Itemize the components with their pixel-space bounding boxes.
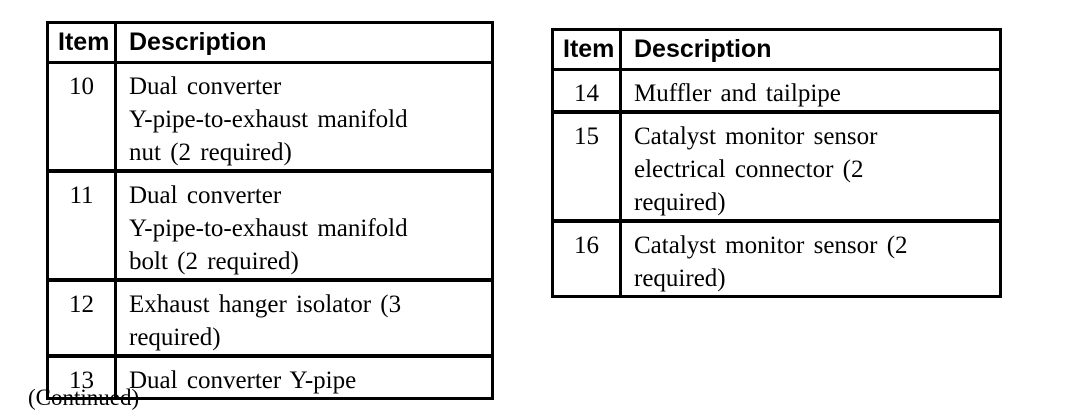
item-cell: 16 [552,219,622,297]
description-cell: Dual converter Y-pipe [115,354,493,399]
item-column-header: Item [47,22,117,64]
table-row: 16 Catalyst monitor sensor (2 required) [552,219,1001,297]
table-row: 13 Dual converter Y-pipe [47,354,493,399]
description-cell: Muffler and tailpipe [634,80,841,107]
description-column-header: Description [115,22,493,64]
parts-table-items-14-16: Item Description 14 Muffler and tailpipe… [551,28,1002,298]
item-cell: 14 [552,69,622,112]
description-cell: Exhaust hanger isolator (3 required) [115,278,493,356]
continued-note: (Continued) [28,385,140,410]
right-parts-table: Item Description 14 Muffler and tailpipe… [551,28,1002,298]
description-cell: Catalyst monitor sensor (2 required) [620,219,1001,297]
table-row: 11 Dual converter Y-pipe-to-exhaust mani… [47,169,493,280]
description-cell: Dual converter Y-pipe-to-exhaust manifol… [115,169,493,280]
table-row: 14 Muffler and tailpipe [552,69,1001,112]
item-cell: 15 [552,110,622,221]
table-row: 10 Dual converter Y-pipe-to-exhaust mani… [47,62,493,171]
parts-table-items-10-13: Item Description 10 Dual converter Y-pip… [46,21,494,400]
description-cell: Catalyst monitor sensor electrical conne… [620,110,1001,221]
item-cell: 12 [47,278,117,356]
description-column-header: Description [620,29,1001,71]
table-row: 12 Exhaust hanger isolator (3 required) [47,278,493,356]
item-cell: 10 [47,62,117,171]
item-cell: 11 [47,169,117,280]
description-cell: Dual converter Y-pipe-to-exhaust manifol… [129,73,408,166]
item-column-header: Item [552,29,622,71]
table-row: 15 Catalyst monitor sensor electrical co… [552,110,1001,221]
table-header-row: Item Description [47,22,493,64]
left-parts-table: Item Description 10 Dual converter Y-pip… [46,21,494,400]
item-cell: 13 [47,354,117,399]
table-header-row: Item Description [552,29,1001,71]
